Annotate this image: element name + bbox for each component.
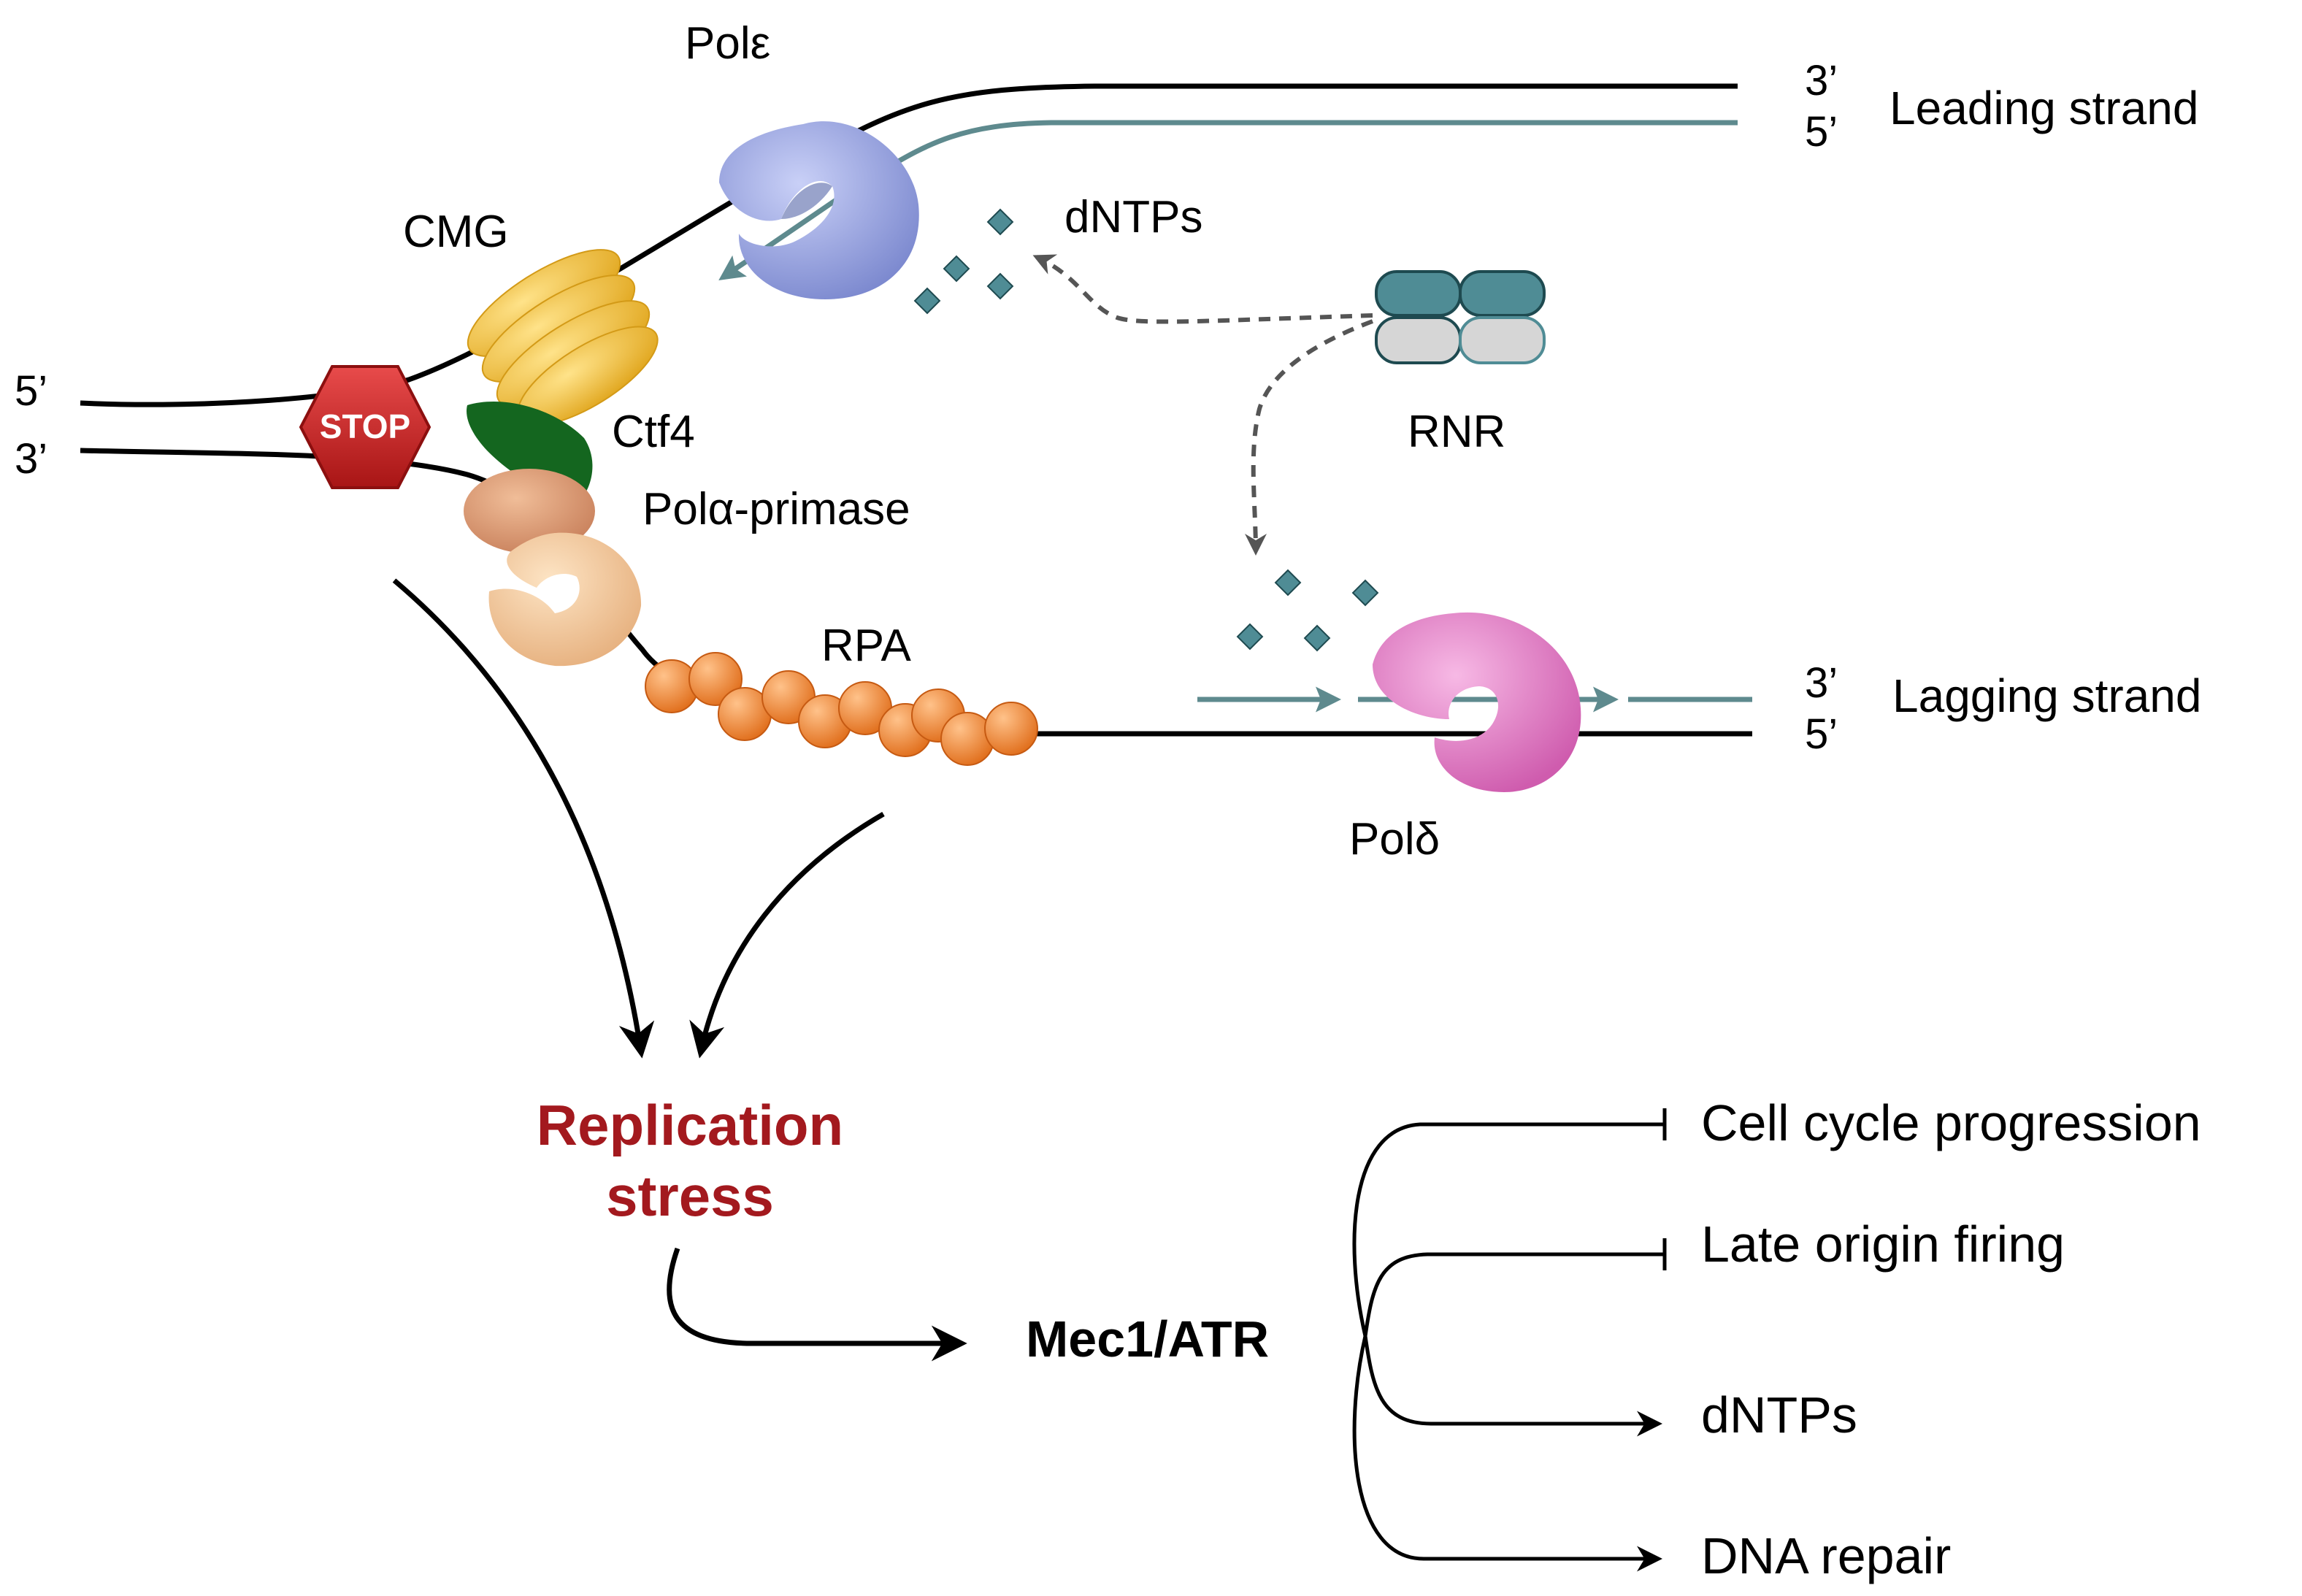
rpa-bead xyxy=(984,702,1038,756)
fork-to-stress-arrow xyxy=(392,578,655,1059)
outcome-cell-cycle: Cell cycle progression xyxy=(1701,1094,2201,1151)
ctf4-label: Ctf4 xyxy=(612,407,695,457)
lagging-5prime-label: 5’ xyxy=(1805,710,1838,758)
pol-epsilon-label: Polε xyxy=(685,18,770,69)
rnr-to-lagging-arrow xyxy=(1244,319,1374,556)
outcome-dntps: dNTPs xyxy=(1701,1386,1857,1443)
cmg-helicase xyxy=(467,249,659,426)
rnr-complex xyxy=(1375,270,1546,364)
rpa-label: RPA xyxy=(821,621,912,671)
lagging-3prime-label: 3’ xyxy=(1805,659,1838,707)
dntp-molecules xyxy=(913,208,1379,652)
labels: Polε CMG Ctf4 Polα-primase RPA Polδ dNTP… xyxy=(15,18,2201,1584)
replication-stress-line2: stress xyxy=(606,1164,774,1228)
rpa-to-stress-arrow xyxy=(689,811,885,1059)
pol-delta-label: Polδ xyxy=(1349,814,1440,864)
lagging-strand-label: Lagging strand xyxy=(1892,670,2201,722)
branch-cell-cycle xyxy=(1352,1122,1665,1337)
rnr-label: RNR xyxy=(1408,407,1505,457)
stress-arrows xyxy=(392,578,967,1362)
branch-dntps xyxy=(1363,1335,1662,1437)
mec1-atr-label: Mec1/ATR xyxy=(1026,1311,1269,1367)
pol-alpha-label: Polα-primase xyxy=(642,484,910,534)
stop-sign: STOP xyxy=(299,365,431,489)
parent-3prime-label: 3’ xyxy=(15,435,47,483)
leading-strand-label: Leading strand xyxy=(1889,82,2198,134)
rpa-chain xyxy=(645,652,1038,766)
dntps-label-top: dNTPs xyxy=(1064,192,1202,242)
outcome-dna-repair: DNA repair xyxy=(1701,1527,1951,1584)
cmg-label: CMG xyxy=(403,207,509,257)
pol-epsilon xyxy=(719,121,919,299)
stress-to-mec1-arrow xyxy=(667,1247,967,1362)
leading-3prime-label: 3’ xyxy=(1805,57,1838,104)
stop-label: STOP xyxy=(320,407,410,445)
replication-stress-line1: Replication xyxy=(537,1093,843,1157)
rnr-dntp-arrows xyxy=(1032,254,1374,556)
checkpoint-branches xyxy=(1352,1108,1667,1572)
rnr-to-leading-arrow xyxy=(1032,254,1373,324)
pol-delta xyxy=(1373,612,1581,792)
leading-5prime-label: 5’ xyxy=(1805,108,1838,156)
outcome-late-origin: Late origin firing xyxy=(1701,1216,2065,1273)
branch-dna-repair xyxy=(1352,1335,1662,1572)
branch-late-origin xyxy=(1363,1252,1665,1337)
pol-alpha-primase xyxy=(464,469,642,667)
rpa-bead xyxy=(688,652,743,706)
parent-5prime-label: 5’ xyxy=(15,367,47,415)
